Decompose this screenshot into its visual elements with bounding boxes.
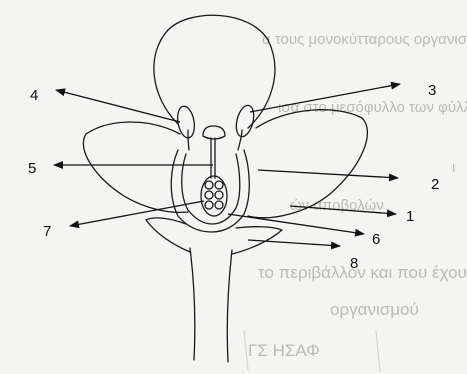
stem	[190, 248, 232, 362]
right-filament	[238, 130, 242, 150]
arrow-2	[258, 170, 398, 178]
label-1: 1	[406, 208, 414, 225]
flower-drawing	[83, 15, 367, 362]
label-2: 2	[431, 176, 439, 193]
bg-text-line-6: οργανισμού	[330, 300, 419, 319]
bg-text-line-5: το περιβάλλον και που έχουν σχέση μ	[258, 263, 467, 282]
bg-text-line-7: ΓΣ ΗΣΑΦ	[248, 341, 320, 360]
stigma	[203, 126, 225, 139]
label-8: 8	[350, 255, 358, 272]
style	[211, 138, 215, 178]
label-6: 6	[372, 231, 380, 248]
left-sepal	[146, 218, 190, 252]
label-7: 7	[43, 223, 51, 240]
arrow-6	[228, 214, 364, 234]
label-3: 3	[428, 82, 436, 99]
label-5: 5	[28, 160, 36, 177]
arrow-4	[56, 90, 180, 122]
ovules	[205, 181, 223, 209]
label-4: 4	[30, 87, 38, 104]
bg-text-line-1: α τους μονοκύτταρους οργανισμούς	[262, 31, 467, 48]
bg-text-line-3: ι	[452, 159, 455, 176]
right-anther	[233, 104, 256, 139]
left-filament	[188, 130, 189, 150]
